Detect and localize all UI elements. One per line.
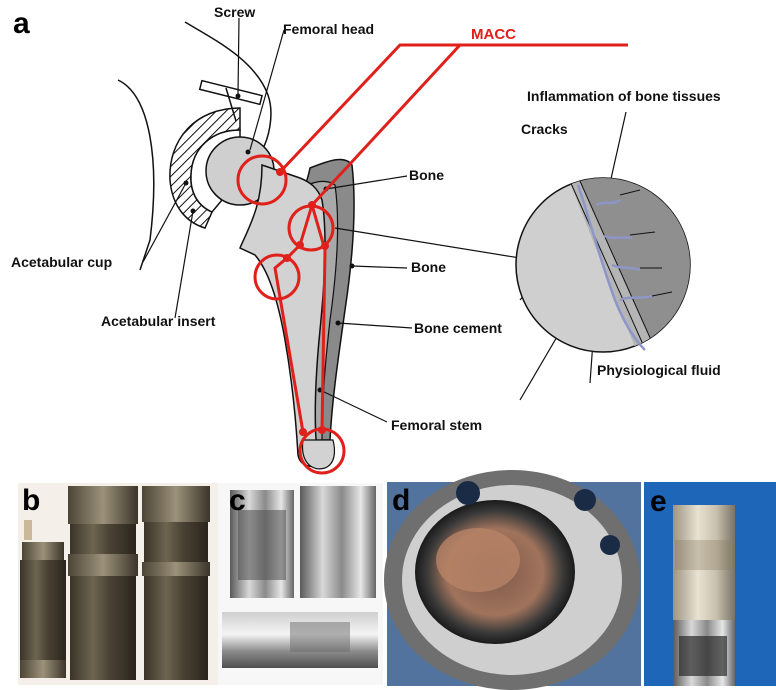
panel-e-photo: e bbox=[644, 482, 776, 686]
label-bone-lower: Bone bbox=[411, 259, 446, 275]
panel-d-photo: d bbox=[384, 470, 641, 690]
panel-a-schematic: a bbox=[11, 4, 721, 475]
label-screw: Screw bbox=[214, 4, 255, 20]
label-acetabular-cup: Acetabular cup bbox=[11, 254, 112, 270]
inflammation-arrows bbox=[619, 189, 673, 297]
label-femoral-head: Femoral head bbox=[283, 21, 374, 37]
cracks-shape bbox=[576, 184, 653, 351]
panel-letter-e: e bbox=[650, 485, 667, 518]
label-macc: MACC bbox=[471, 26, 516, 43]
panel-b-photo: b bbox=[18, 483, 218, 685]
label-femoral-stem: Femoral stem bbox=[391, 417, 482, 433]
panel-letter-a: a bbox=[13, 7, 30, 40]
label-bone-upper: Bone bbox=[409, 167, 444, 183]
panel-letter-b: b bbox=[22, 484, 40, 517]
panel-letter-d: d bbox=[392, 484, 410, 517]
label-acetabular-insert: Acetabular insert bbox=[101, 313, 216, 329]
panel-c-photo: c bbox=[218, 483, 383, 685]
label-cracks: Cracks bbox=[521, 121, 568, 137]
stem-tip bbox=[301, 439, 336, 470]
screw bbox=[198, 79, 263, 122]
macc-nodes bbox=[276, 168, 329, 436]
pelvis-outline-upper bbox=[184, 21, 272, 151]
zoom-detail bbox=[515, 177, 691, 353]
label-inflammation: Inflammation of bone tissues bbox=[527, 88, 721, 104]
pelvis-outline bbox=[117, 79, 155, 271]
panel-letter-c: c bbox=[229, 484, 246, 517]
label-bone-cement: Bone cement bbox=[414, 320, 502, 336]
label-physiological-fluid: Physiological fluid bbox=[597, 362, 721, 378]
